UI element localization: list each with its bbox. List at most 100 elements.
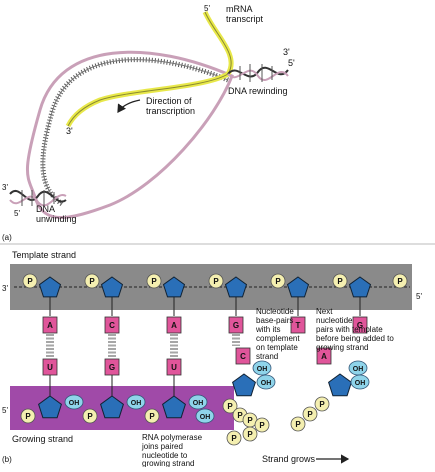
growing-strand-label: Growing strand	[12, 434, 73, 444]
incoming-base-0-text: C	[240, 352, 246, 361]
incoming-sugar-0	[232, 373, 256, 397]
mrna-transcript-edge	[67, 11, 232, 127]
incoming-sugar-1	[328, 373, 352, 397]
growing-5prime-end: 5'	[2, 406, 8, 415]
template-base-4-text: T	[296, 321, 301, 330]
template-5prime-end: 5'	[416, 292, 422, 301]
growing-phosphate-0	[20, 408, 36, 424]
template-sugar-3	[224, 276, 248, 298]
note-polymerase-line4: growing strand	[142, 459, 194, 467]
unwind-5prime-label: 5'	[14, 209, 20, 218]
incoming-oh-1b-text: OH	[355, 380, 366, 387]
template-base-5	[352, 316, 368, 334]
panel-a: 5' mRNA transcript 3' 5' DNA rewinding D…	[2, 4, 295, 242]
template-phosphate-3-text: P	[213, 277, 219, 286]
note-next-nucleotide-line2: nucleotide	[316, 316, 353, 325]
template-phosphate-2-text: P	[151, 277, 157, 286]
template-phosphate-6-text: P	[397, 277, 403, 286]
mrna-label-line1: mRNA	[226, 4, 253, 14]
note-base-pairs-line1: Nucleotide	[256, 307, 294, 316]
note-base-pairs-line3: with its	[255, 325, 280, 334]
template-phosphate-2	[146, 273, 162, 289]
note-next-nucleotide-line5: growing strand	[316, 343, 368, 352]
incoming-oh-0b	[256, 374, 276, 390]
incoming-phosphate-0-3	[254, 417, 270, 433]
growing-oh-2	[188, 394, 208, 410]
template-base-4	[290, 316, 306, 334]
note-next-nucleotide-line1: Next	[316, 307, 333, 316]
template-phosphate-0-text: P	[27, 277, 33, 286]
direction-label-line2: transcription	[146, 106, 195, 116]
incoming-phosphate-1-2	[290, 416, 306, 432]
template-base-2	[166, 316, 182, 334]
template-phosphate-4-text: P	[275, 277, 281, 286]
template-phosphate-1-text: P	[89, 277, 95, 286]
mrna-label-line2: transcript	[226, 14, 264, 24]
growing-oh-1	[126, 394, 146, 410]
template-base-3-text: G	[233, 321, 239, 330]
template-base-0	[42, 316, 58, 334]
growing-phosphate-1-text: P	[87, 412, 93, 421]
incoming-oh-1b	[350, 374, 370, 390]
template-phosphate-5-text: P	[337, 277, 343, 286]
growing-oh-0-text: OH	[69, 400, 80, 407]
incoming-phosphate-0-3-text: P	[259, 421, 265, 430]
note-next-nucleotide-line3: pairs with template	[316, 325, 383, 334]
rewind-5prime-label: 5'	[288, 58, 295, 68]
growing-sugar-1	[100, 395, 124, 419]
growing-oh-0	[64, 394, 84, 410]
template-base-1	[104, 316, 120, 334]
released-phosphate-1-text: P	[247, 430, 253, 439]
incoming-phosphate-0-2-text: P	[247, 416, 253, 425]
template-phosphate-4	[270, 273, 286, 289]
incoming-base-0	[235, 347, 251, 365]
dna-loop-inner-line	[42, 59, 229, 205]
template-phosphate-0	[22, 273, 38, 289]
incoming-oh-0a	[252, 360, 272, 376]
incoming-phosphate-1-2-text: P	[295, 420, 301, 429]
dna-rewinding-helix	[227, 64, 289, 82]
incoming-phosphate-0-0-text: P	[227, 402, 233, 411]
note-polymerase-line2: joins paired	[141, 442, 183, 451]
incoming-phosphate-1-0	[314, 396, 330, 412]
template-sugar-4	[286, 276, 310, 298]
released-phosphate-1	[242, 426, 258, 442]
incoming-oh-0a-text: OH	[257, 366, 268, 373]
growing-phosphate-2	[144, 408, 160, 424]
template-sugar-2	[162, 276, 186, 298]
template-3prime-end: 3'	[2, 284, 8, 293]
note-base-pairs-line6: strand	[256, 352, 278, 361]
incoming-oh-0b-text: OH	[261, 380, 272, 387]
unwind-3prime-label: 3'	[2, 183, 8, 192]
mrna-5prime-label: 5'	[204, 4, 210, 13]
template-phosphate-5	[332, 273, 348, 289]
template-base-3	[228, 316, 244, 334]
growing-sugar-2	[162, 395, 186, 419]
note-base-pairs-line2: base-pairs	[256, 316, 293, 325]
rewind-3prime-label: 3'	[283, 47, 290, 57]
template-phosphate-3	[208, 273, 224, 289]
incoming-phosphate-1-1	[302, 406, 318, 422]
incoming-phosphate-1-1-text: P	[307, 410, 313, 419]
direction-label-line1: Direction of	[146, 96, 192, 106]
panel-a-label: (a)	[2, 233, 12, 242]
transcript-3prime-label: 3'	[66, 126, 73, 136]
template-base-2-text: A	[171, 321, 177, 330]
growing-sugar-0	[38, 395, 62, 419]
template-base-1-text: C	[109, 321, 115, 330]
growing-phosphate-0-text: P	[25, 412, 31, 421]
paired-base-2-text: U	[171, 363, 177, 372]
dna-unwinding-helix	[9, 190, 67, 207]
growing-oh-2-text: OH	[193, 400, 204, 407]
released-phosphate-0-text: P	[231, 434, 237, 443]
template-phosphate-1	[84, 273, 100, 289]
growing-oh-end	[195, 408, 215, 424]
incoming-base-1-text: A	[321, 352, 327, 361]
template-sugar-5	[348, 276, 372, 298]
template-sugar-0	[38, 276, 62, 298]
incoming-phosphate-0-0	[222, 398, 238, 414]
panel-b: Template strand 3' 5' 5' Growing strand …	[2, 250, 422, 468]
dna-loop-outer	[25, 50, 234, 219]
